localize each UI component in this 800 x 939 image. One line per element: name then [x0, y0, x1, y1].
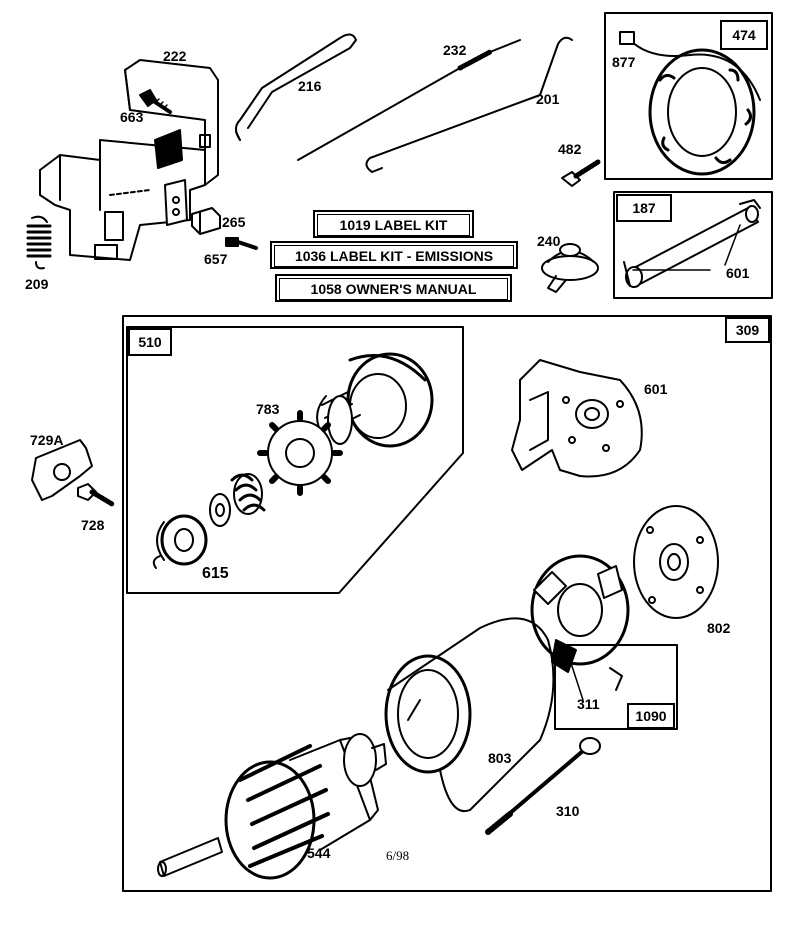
box-187-label: 187 [616, 194, 672, 222]
part-615-label: 615 [202, 565, 229, 582]
part-802-label: 802 [707, 620, 731, 636]
box-474-drawing [604, 12, 773, 180]
part-216-label: 216 [298, 78, 322, 94]
box-187-drawing [613, 191, 773, 299]
drive-assembly-510-drawing [152, 352, 434, 569]
part-240-drawing [541, 243, 599, 293]
housing-803-drawing [384, 617, 555, 813]
label-kit: 1019 LABEL KIT [313, 210, 474, 238]
brush-holder-311-drawing [530, 554, 630, 691]
part-482-label: 482 [558, 141, 582, 157]
part-657-label: 657 [204, 251, 228, 267]
box-1090-frame [554, 644, 678, 730]
screw-663-drawing [139, 89, 172, 114]
box-510-label: 510 [128, 328, 172, 356]
part-803-label: 803 [488, 750, 512, 766]
plate-802-drawing [633, 505, 719, 619]
part-544-label: 544 [307, 845, 331, 861]
rod-216-drawing [235, 33, 357, 141]
part-222-label: 222 [163, 48, 187, 64]
part-729a-label: 729A [30, 432, 64, 448]
part-265-label: 265 [222, 214, 246, 230]
box-474-label: 474 [720, 20, 768, 50]
spring-209-drawing [26, 215, 52, 270]
box-1090-label: 1090 [627, 703, 675, 729]
through-bolt-310-drawing [485, 737, 601, 835]
part-728-label: 728 [81, 517, 105, 533]
part-201-label: 201 [536, 91, 560, 107]
end-frame-601-drawing [511, 359, 643, 478]
part-601-label-187: 601 [726, 265, 750, 281]
box-510-frame [126, 326, 464, 594]
bolt-728-drawing [77, 483, 115, 507]
plate-729a-drawing [31, 439, 93, 501]
part-783-label: 783 [256, 401, 280, 417]
clip-265-drawing [191, 207, 221, 235]
part-663-label: 663 [120, 109, 144, 125]
part-232-label: 232 [443, 42, 467, 58]
leader-lines [569, 224, 741, 701]
part-310-label: 310 [556, 803, 580, 819]
box-309-frame [122, 315, 772, 892]
label-kit-emissions: 1036 LABEL KIT - EMISSIONS [270, 241, 518, 269]
part-601-label-309: 601 [644, 381, 668, 397]
part-209-label: 209 [25, 276, 49, 292]
link-232-201-drawing [297, 36, 573, 173]
screw-657-drawing [225, 237, 258, 250]
owners-manual: 1058 OWNER'S MANUAL [275, 274, 512, 302]
part-311-label: 311 [577, 696, 600, 712]
part-240-label: 240 [537, 233, 561, 249]
armature-544-drawing [157, 733, 387, 880]
screw-482-drawing [561, 159, 601, 187]
date-code: 6/98 [386, 848, 410, 863]
box-309-label: 309 [725, 317, 770, 343]
part-877-label: 877 [612, 54, 636, 70]
bracket-222-drawing [39, 59, 219, 261]
